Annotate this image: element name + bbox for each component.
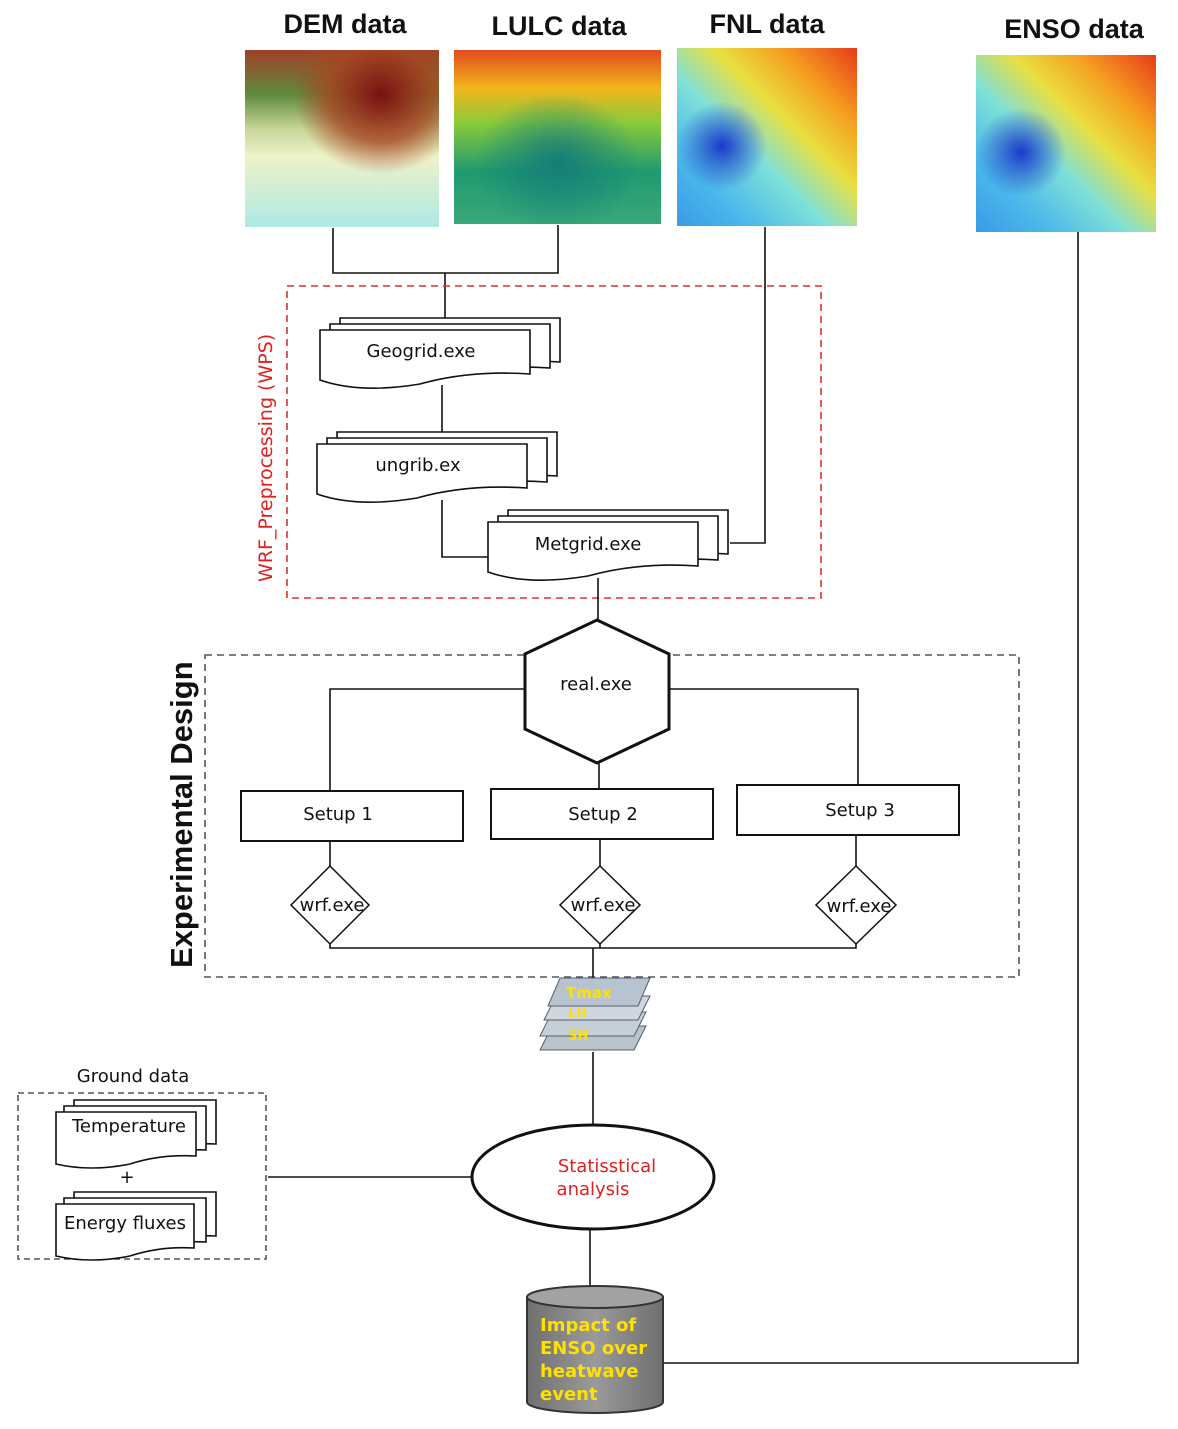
- setup-1-box[interactable]: Setup 1: [240, 790, 464, 842]
- wrf-exe-1-label: wrf.exe: [300, 895, 365, 916]
- setup-2-label: Setup 2: [568, 804, 638, 825]
- dem-data-title: DEM data: [283, 9, 407, 39]
- geogrid-node[interactable]: Geogrid.exe: [319, 317, 561, 389]
- fnl-map-image: [677, 48, 857, 226]
- real-exe-node[interactable]: real.exe: [523, 618, 671, 765]
- wrf-exe-3-label: wrf.exe: [827, 896, 892, 917]
- result-line-2: ENSO over: [540, 1338, 647, 1359]
- metgrid-node[interactable]: Metgrid.exe: [487, 509, 729, 581]
- energy-fluxes-label: Energy fluxes: [64, 1213, 186, 1234]
- wrf-exe-2-label: wrf.exe: [571, 895, 636, 916]
- experimental-group-label: Experimental Design: [164, 661, 199, 968]
- result-line-4: event: [540, 1384, 598, 1405]
- setup-3-label: Setup 3: [825, 800, 895, 821]
- metgrid-label: Metgrid.exe: [535, 534, 642, 555]
- ground-data-box: [17, 1092, 267, 1260]
- analysis-line-2: analysis: [557, 1179, 630, 1200]
- lulc-map-image: [454, 50, 661, 224]
- dem-map-image: [245, 50, 439, 227]
- layer-lh-label: LH: [568, 1007, 587, 1022]
- output-layers-stack: Tmax LH SH: [539, 977, 651, 1051]
- setup-3-box[interactable]: Setup 3: [736, 784, 960, 836]
- ungrib-label: ungrib.ex: [375, 455, 461, 476]
- result-line-1: Impact of: [540, 1315, 636, 1336]
- wps-group-box: [286, 285, 822, 599]
- real-exe-label: real.exe: [560, 674, 632, 695]
- ground-data-title: Ground data: [77, 1066, 189, 1087]
- layer-tmax-label: Tmax: [566, 984, 612, 1002]
- setup-2-box[interactable]: Setup 2: [490, 788, 714, 840]
- lulc-data-title: LULC data: [492, 11, 628, 41]
- wrf-exe-1-node[interactable]: wrf.exe: [289, 864, 371, 946]
- layer-sh-label: SH: [568, 1029, 588, 1044]
- wrf-exe-2-node[interactable]: wrf.exe: [558, 864, 642, 946]
- geogrid-label: Geogrid.exe: [367, 341, 476, 362]
- setup-1-label: Setup 1: [303, 804, 373, 825]
- result-line-3: heatwave: [540, 1361, 639, 1382]
- statistical-analysis-node[interactable]: Statisstical analysis: [470, 1123, 716, 1231]
- fnl-data-title: FNL data: [709, 9, 825, 39]
- experimental-group-box: [204, 654, 1020, 978]
- enso-data-title: ENSO data: [1004, 14, 1145, 44]
- analysis-line-1: Statisstical: [558, 1156, 656, 1177]
- input-connectors: [332, 225, 1079, 1364]
- enso-map-image: [976, 55, 1156, 232]
- temperature-label: Temperature: [71, 1116, 186, 1137]
- result-cylinder[interactable]: Impact of ENSO over heatwave event: [526, 1285, 664, 1414]
- energy-fluxes-node[interactable]: Energy fluxes: [55, 1191, 217, 1261]
- wps-group-label: WRF_Preprocessing (WPS): [255, 334, 277, 582]
- temperature-node[interactable]: Temperature: [55, 1099, 217, 1169]
- ungrib-node[interactable]: ungrib.ex: [316, 431, 558, 503]
- wrf-exe-3-node[interactable]: wrf.exe: [814, 864, 898, 946]
- setup-connectors: [329, 688, 859, 791]
- plus-sign: +: [119, 1167, 134, 1188]
